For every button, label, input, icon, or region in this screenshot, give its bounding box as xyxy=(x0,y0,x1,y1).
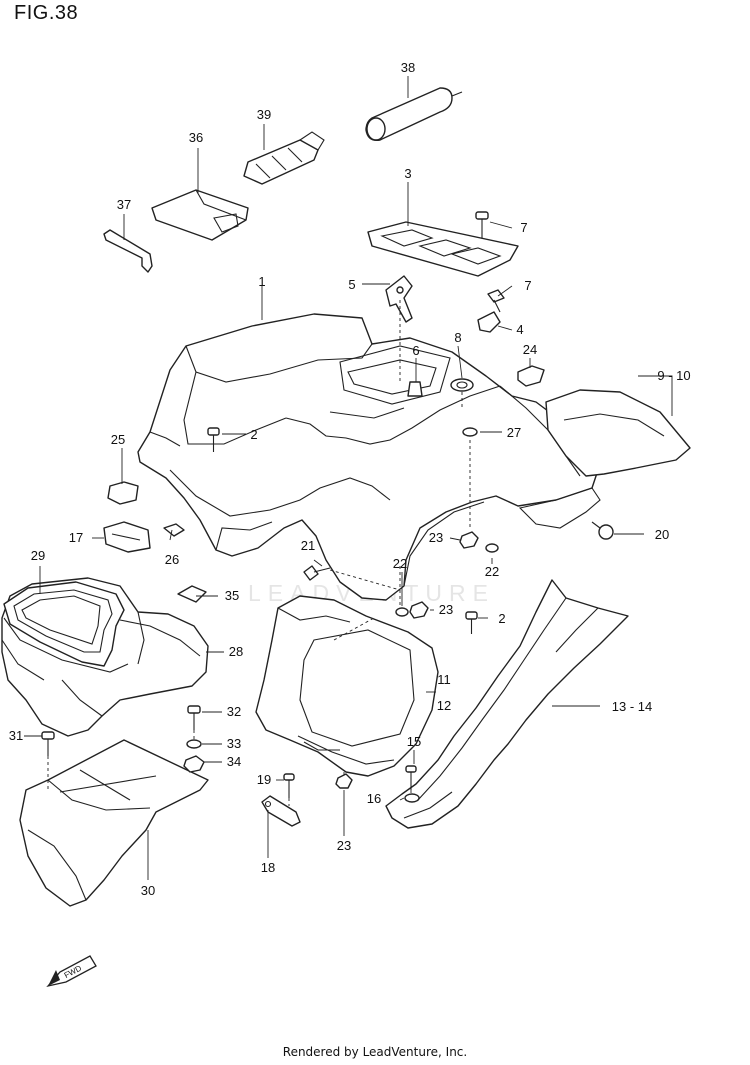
fastener-nuts-washers xyxy=(183,427,499,803)
callout-3: 3 xyxy=(404,166,411,181)
callout-32: 32 xyxy=(227,704,241,719)
part-pad xyxy=(517,365,545,387)
forward-arrow-icon: FWD xyxy=(46,955,97,988)
callout-2-lower: 2 xyxy=(498,611,505,626)
alignment-lines xyxy=(47,300,471,806)
callout-22-left: 22 xyxy=(393,556,407,571)
part-rear-rack xyxy=(367,221,519,277)
part-grommet xyxy=(450,378,474,392)
part-tool-bag xyxy=(365,87,463,141)
part-box-seal xyxy=(3,581,125,667)
fastener-bolts xyxy=(41,427,614,798)
part-clip-6 xyxy=(407,381,423,397)
callout-38: 38 xyxy=(401,60,415,75)
callout-8: 8 xyxy=(454,330,461,345)
callout-7-lower: 7 xyxy=(524,278,531,293)
part-rear-fender xyxy=(137,313,599,601)
figure-title: FIG.38 xyxy=(14,2,79,24)
part-square-35 xyxy=(177,585,207,603)
callout-34: 34 xyxy=(227,754,241,769)
callout-24: 24 xyxy=(523,342,537,357)
callout-23-upper: 23 xyxy=(429,530,443,545)
callout-23-mid: 23 xyxy=(439,602,453,617)
callout-31: 31 xyxy=(9,728,23,743)
callout-4: 4 xyxy=(516,322,523,337)
callout-30: 30 xyxy=(141,883,155,898)
callout-17: 17 xyxy=(69,530,83,545)
part-inner-fender-panel xyxy=(255,595,439,777)
part-reflector xyxy=(103,521,151,553)
part-bolt-7 xyxy=(475,211,505,313)
part-fender-extension xyxy=(518,389,691,529)
callout-1: 1 xyxy=(258,274,265,289)
callout-29: 29 xyxy=(31,548,45,563)
part-guard-plate xyxy=(19,739,209,907)
callout-16: 16 xyxy=(367,791,381,806)
callout-22-right: 22 xyxy=(485,564,499,579)
callout-9-10: 9 - 10 xyxy=(657,368,690,383)
part-side-guard xyxy=(385,579,629,829)
callout-11: 11 xyxy=(437,672,451,687)
part-clip xyxy=(477,311,501,333)
callout-27: 27 xyxy=(507,425,521,440)
callout-6: 6 xyxy=(412,343,419,358)
part-tool-wrench xyxy=(103,229,153,273)
callout-39: 39 xyxy=(257,107,271,122)
part-document-pouch xyxy=(151,189,249,241)
callout-33: 33 xyxy=(227,736,241,751)
callout-5: 5 xyxy=(348,277,355,292)
part-bracket xyxy=(385,275,413,323)
footer-credit: Rendered by LeadVenture, Inc. xyxy=(282,1045,468,1059)
callout-7-upper: 7 xyxy=(520,220,527,235)
callout-20: 20 xyxy=(655,527,669,542)
callout-18: 18 xyxy=(261,860,275,875)
callout-36: 36 xyxy=(189,130,203,145)
callout-23-lower: 23 xyxy=(337,838,351,853)
callout-2-upper: 2 xyxy=(250,427,257,442)
callout-12: 12 xyxy=(437,698,451,713)
callout-labels: 1 2 2 3 4 5 6 7 7 8 9 - 10 11 12 13 - 14… xyxy=(9,60,691,898)
part-square-26 xyxy=(163,523,185,537)
part-plate-25 xyxy=(107,481,139,505)
callout-25: 25 xyxy=(111,432,125,447)
leader-lines xyxy=(24,76,673,880)
callout-21: 21 xyxy=(301,538,315,553)
callout-37: 37 xyxy=(117,197,131,212)
callout-35: 35 xyxy=(225,588,239,603)
callout-26: 26 xyxy=(165,552,179,567)
callout-15: 15 xyxy=(407,734,421,749)
callout-28: 28 xyxy=(229,644,243,659)
part-strap-buckle xyxy=(243,131,325,185)
callout-13-14: 13 - 14 xyxy=(612,699,652,714)
callout-19: 19 xyxy=(257,772,271,787)
